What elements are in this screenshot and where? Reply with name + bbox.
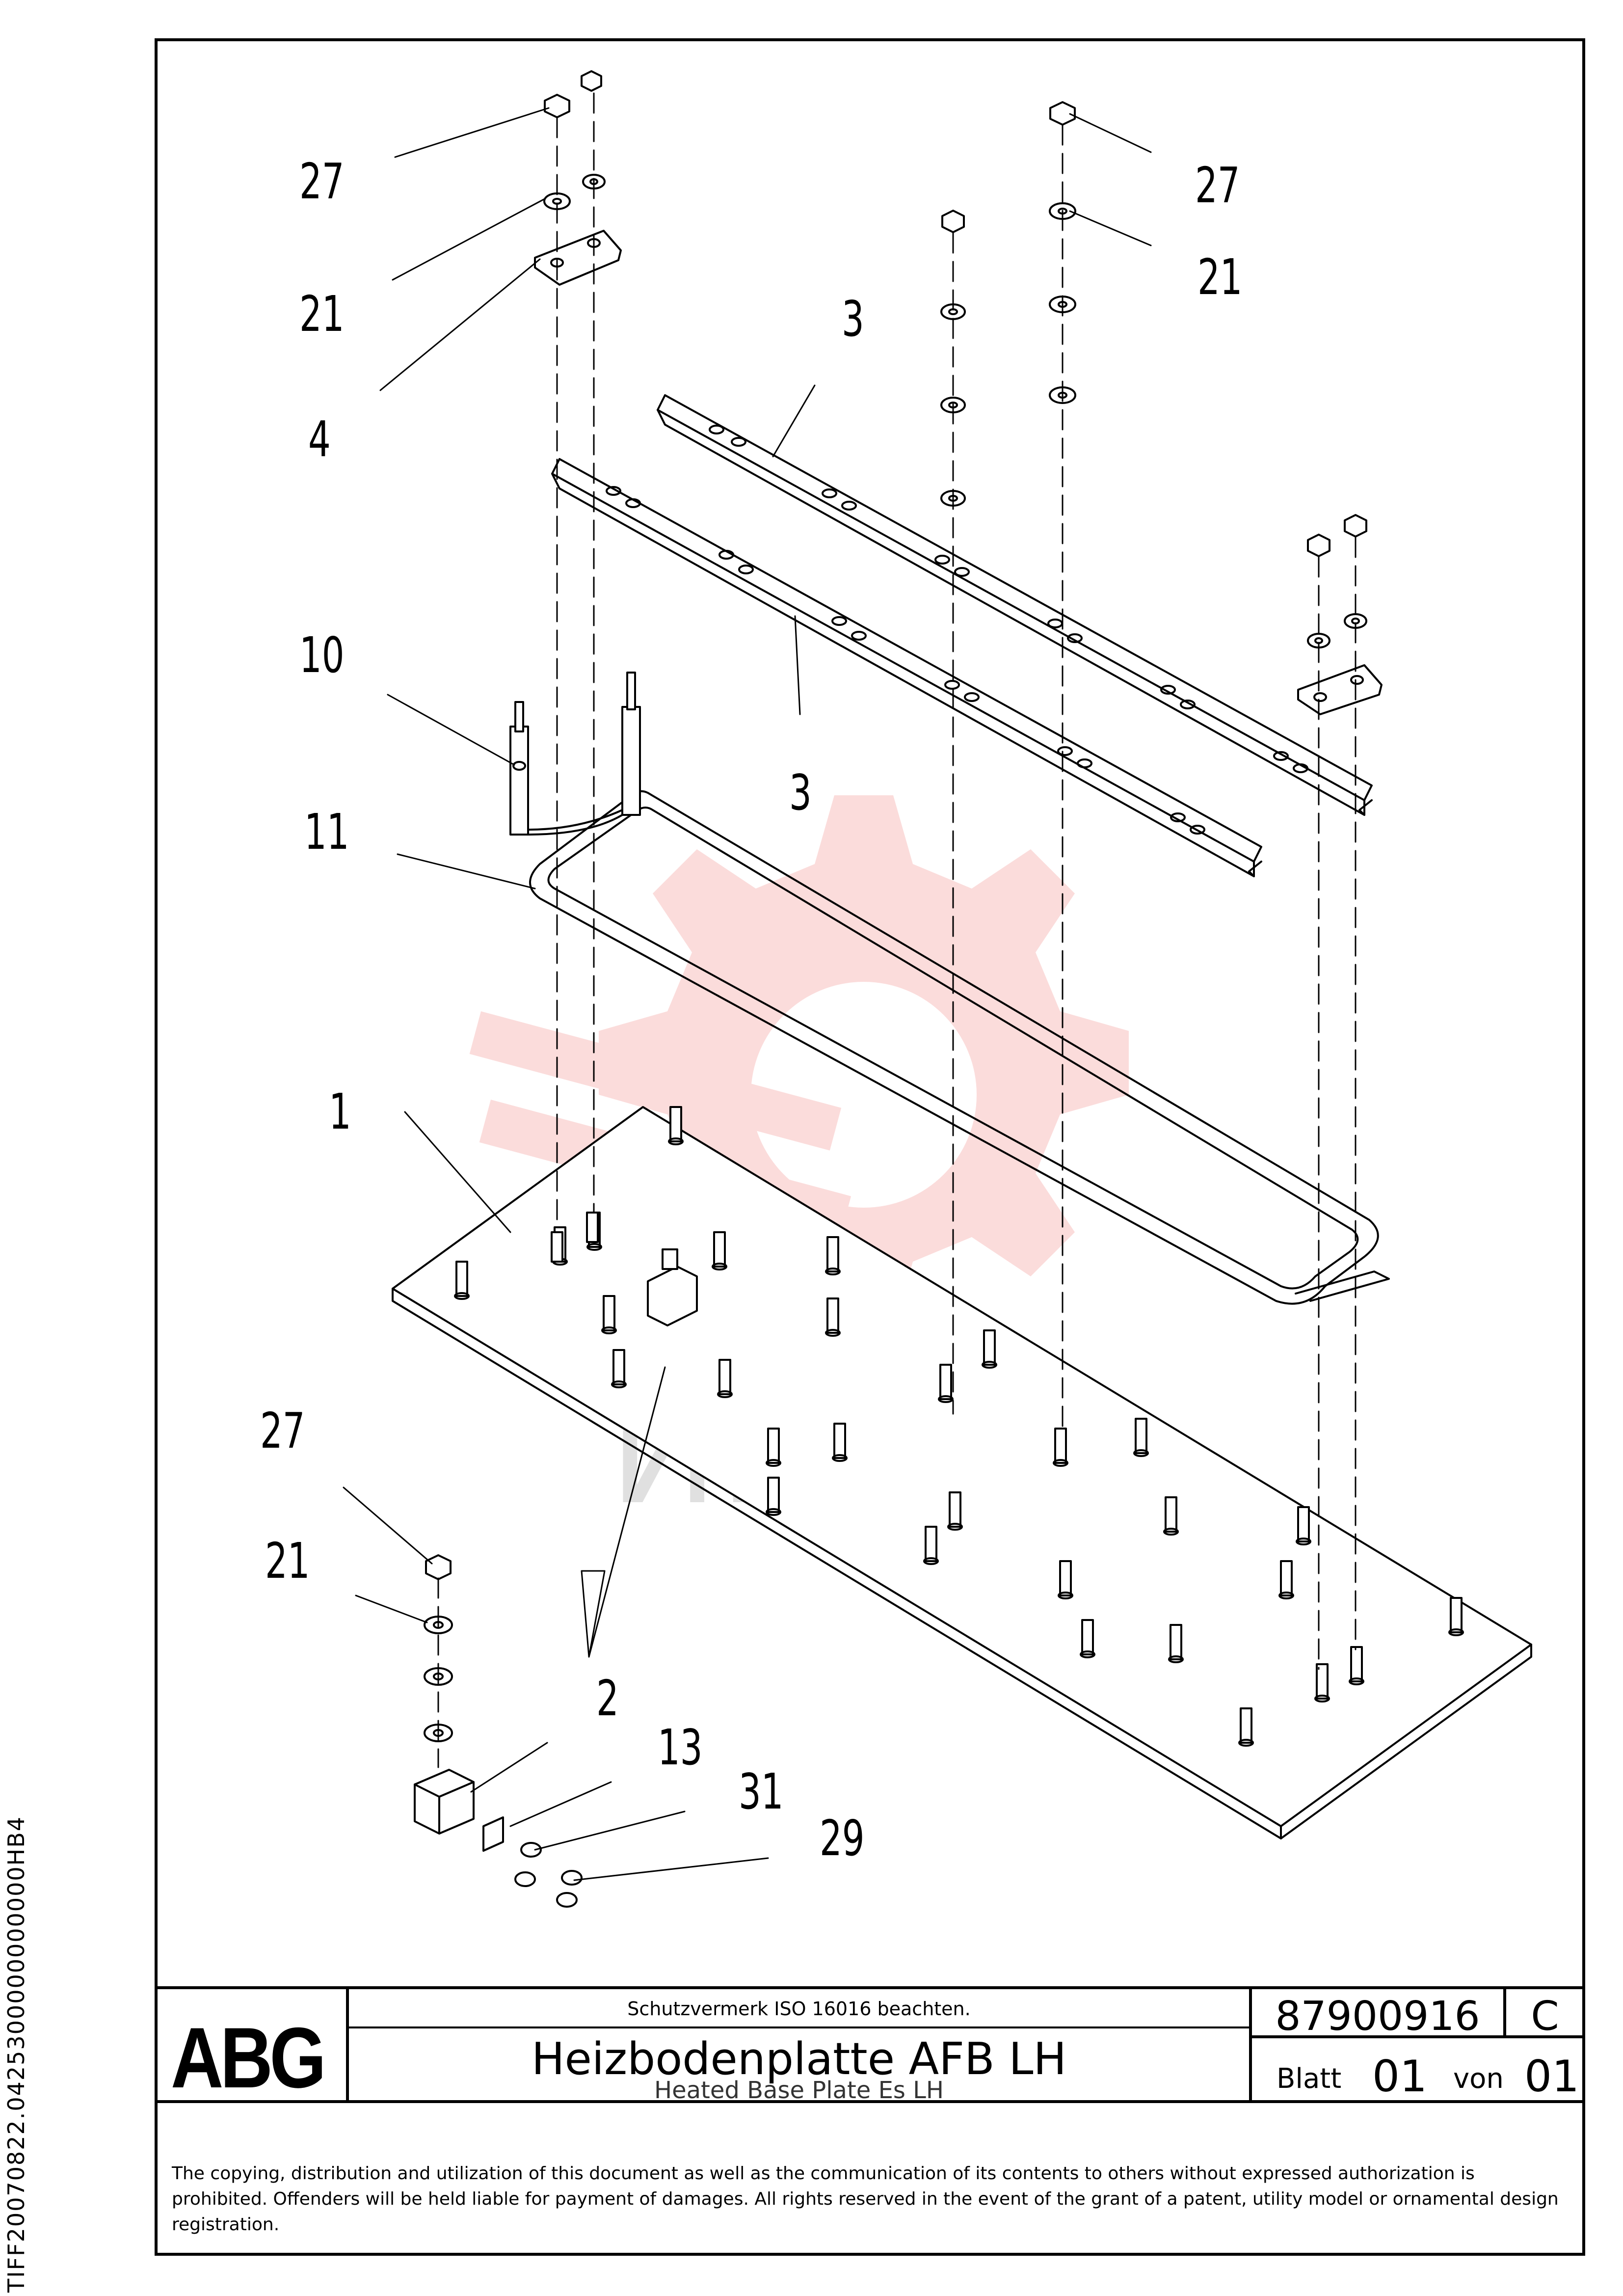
callout-label: 31 [739, 1763, 784, 1820]
title-english: Heated Base Plate Es LH [654, 2077, 944, 2104]
sheet-number: 01 [1372, 2051, 1427, 2102]
nuts-and-washers [424, 70, 1367, 1742]
terminal-block-detail [414, 1769, 583, 1908]
protection-note: Schutzvermerk ISO 16016 beachten. [627, 1998, 971, 2020]
title-block: ABG Schutzvermerk ISO 16016 beachten. He… [156, 1986, 1584, 2106]
leader-lines [343, 107, 1152, 1881]
callout-label: 1 [329, 1083, 351, 1140]
callout-label: 4 [308, 410, 331, 468]
callout-label: 3 [842, 290, 864, 348]
clamp-plate-right [1297, 664, 1383, 715]
drawing-number-row: 87900916 C [1252, 1989, 1584, 2040]
callout-label: 21 [265, 1532, 310, 1590]
callout-label: 27 [260, 1402, 305, 1459]
drawing-frame [155, 38, 1585, 2256]
number-cell: 87900916 C Blatt 01 von 01 [1252, 1989, 1584, 2102]
drawing-number: 87900916 [1275, 1993, 1480, 2040]
side-document-code: TIFF20070822.0425300000000000HB4 [3, 1815, 29, 2293]
logo-cell: ABG [156, 1989, 349, 2106]
callout-label: 2 [596, 1670, 619, 1727]
clamp-plate-left [534, 230, 622, 286]
sheet-total: 01 [1524, 2051, 1579, 2102]
callout-label: 10 [299, 626, 345, 684]
legal-notice: The copying, distribution and utilizatio… [172, 2163, 1559, 2235]
of-label: von [1453, 2063, 1504, 2095]
title-cell: Schutzvermerk ISO 16016 beachten. Heizbo… [349, 1989, 1252, 2104]
callout-label: 11 [304, 803, 349, 861]
company-logo: ABG [171, 2010, 326, 2106]
thermostat-block [647, 1248, 698, 1326]
callout-label: 27 [1195, 157, 1240, 214]
plate-studs [454, 1106, 1464, 1747]
protection-note-row: Schutzvermerk ISO 16016 beachten. [349, 1989, 1249, 2028]
rail-back [657, 394, 1373, 816]
callout-label: 13 [658, 1719, 703, 1776]
revision: C [1531, 1993, 1559, 2040]
callout-label: 21 [299, 285, 345, 343]
alignment-lines [437, 92, 1357, 1768]
callout-label: 3 [789, 764, 812, 821]
callout-label: 29 [820, 1810, 865, 1867]
drawing-number-box: 87900916 [1252, 1989, 1506, 2040]
sheet-label: Blatt [1277, 2063, 1342, 2095]
callout-label: 27 [299, 153, 345, 210]
callout-label: 21 [1197, 248, 1243, 306]
title-german: Heizbodenplatte AFB LH [531, 2033, 1067, 2085]
